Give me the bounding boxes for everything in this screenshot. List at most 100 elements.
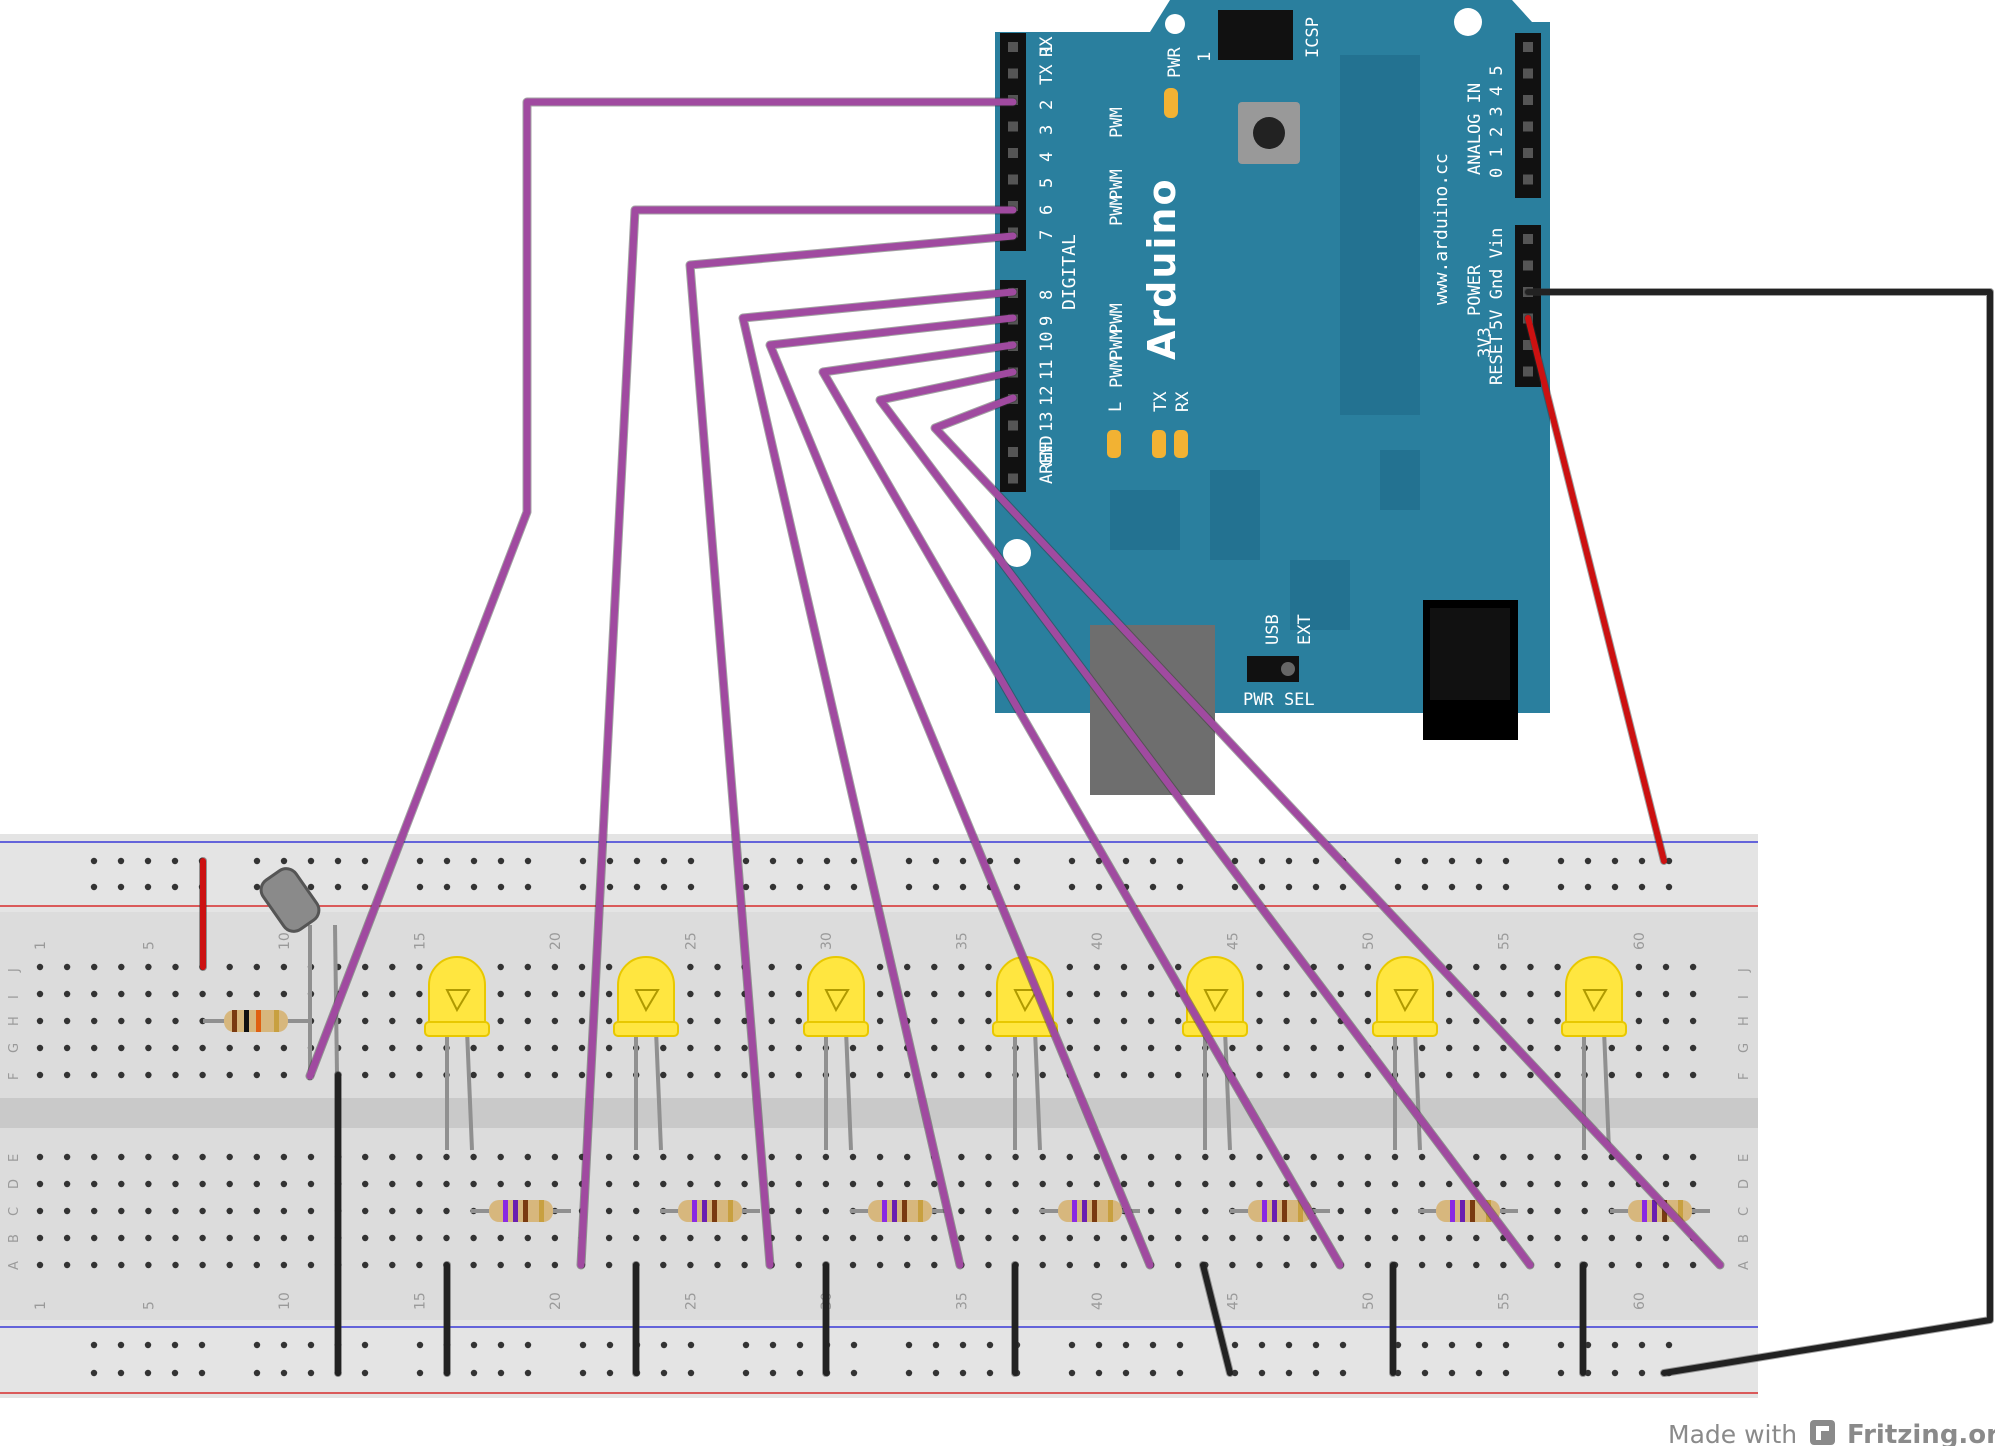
column-number: 45 (1225, 932, 1241, 950)
breadboard-hole (1256, 1261, 1263, 1269)
breadboard-hole (36, 1234, 44, 1242)
breadboard-hole (1120, 1017, 1128, 1025)
breadboard-hole (253, 1261, 260, 1269)
breadboard-hole (1175, 1017, 1182, 1025)
rail-hole (1557, 1369, 1565, 1377)
digital-pin-number: 13 (1037, 412, 1057, 432)
rail-hole (959, 857, 967, 865)
breadboard-hole (253, 1234, 260, 1242)
rail-hole (307, 1341, 315, 1349)
header-pin (1523, 366, 1533, 377)
breadboard-hole (1364, 1261, 1372, 1269)
breadboard-hole (1418, 1234, 1426, 1242)
breadboard-hole (280, 1153, 288, 1161)
rail-hole (1339, 1341, 1347, 1349)
ground-jumper-wire (1200, 1262, 1233, 1376)
breadboard-hole (470, 1234, 477, 1242)
reset-button-cap[interactable] (1253, 117, 1285, 149)
led-anode-mark (1203, 989, 1229, 1013)
rail-hole (117, 883, 125, 891)
resistor-band (1282, 1200, 1287, 1222)
breadboard-hole (172, 990, 179, 998)
rail-hole (905, 1341, 913, 1349)
breadboard-hole (1418, 1261, 1426, 1269)
breadboard-hole (904, 1071, 911, 1079)
breadboard-hole (1364, 1207, 1372, 1215)
breadboard-hole (687, 1153, 694, 1161)
breadboard-hole (416, 1261, 423, 1269)
gnd-label: GND (1037, 435, 1057, 466)
breadboard-hole (741, 1261, 748, 1269)
analog-numbers-label: 0 1 2 3 4 5 (1487, 65, 1507, 178)
breadboard-hole (714, 1017, 721, 1025)
breadboard-hole (714, 1153, 721, 1161)
breadboard-hole (768, 1207, 775, 1215)
breadboard-hole (1391, 1180, 1399, 1188)
breadboard-hole (63, 1207, 71, 1215)
website-label: www.arduino.cc (1431, 153, 1452, 305)
pwm-label: PWM (1107, 195, 1127, 226)
rail-hole (1611, 883, 1619, 891)
rail-hole (1285, 1369, 1293, 1377)
breadboard-hole (1473, 1044, 1480, 1052)
breadboard-hole (1229, 1261, 1236, 1269)
rail-hole (1394, 1369, 1402, 1377)
breadboard-hole (1120, 1044, 1128, 1052)
row-letter: F (1737, 1073, 1752, 1080)
breadboard-hole (145, 1180, 152, 1188)
rail-hole (1584, 1369, 1592, 1377)
pwm-label: PWM (1107, 329, 1127, 360)
breadboard-hole (1283, 1071, 1290, 1079)
breadboard-hole (605, 1261, 613, 1269)
breadboard-hole (768, 1044, 775, 1052)
rail-hole (742, 1369, 750, 1377)
rail-hole (1475, 1341, 1483, 1349)
rail-hole (1285, 857, 1293, 865)
rail-hole (1557, 883, 1565, 891)
rail-hole (470, 883, 478, 891)
rail-hole (497, 857, 505, 865)
breadboard-hole (660, 1261, 667, 1269)
rail-hole (1611, 857, 1619, 865)
breadboard-hole (416, 1153, 423, 1161)
breadboard-hole (904, 1234, 911, 1242)
row-letter: E (7, 1154, 22, 1162)
breadboard-hole (1147, 1153, 1155, 1161)
analog-in-label: ANALOG IN (1465, 83, 1485, 175)
breadboard-hole (280, 990, 288, 998)
led-anode-mark (445, 989, 471, 1013)
rail-hole (1258, 1341, 1266, 1349)
row-letter: B (7, 1234, 22, 1243)
column-number: 30 (819, 932, 835, 950)
breadboard-hole (280, 963, 288, 971)
breadboard-hole (1093, 1044, 1101, 1052)
resistor-band (1450, 1200, 1455, 1222)
row-letter: H (7, 1016, 22, 1026)
breadboard-hole (1093, 1071, 1101, 1079)
row-letter: C (7, 1207, 22, 1216)
signal-wire-pin7 (686, 232, 1017, 1269)
breadboard-hole (958, 1071, 965, 1079)
led-leg (654, 1029, 663, 1151)
rail-hole (334, 883, 342, 891)
breadboard-hole (1527, 1180, 1534, 1188)
breadboard-hole (1608, 1044, 1616, 1052)
breadboard-hole (768, 963, 775, 971)
breadboard-hole (118, 963, 125, 971)
wires (199, 97, 1994, 1377)
rail-hole (796, 1369, 804, 1377)
row-letter: G (1737, 1043, 1752, 1053)
rail-hole (850, 1341, 858, 1349)
rail-hole (850, 1369, 858, 1377)
breadboard-hole (1500, 990, 1507, 998)
rail-hole (1421, 1369, 1429, 1377)
rail-hole (1502, 1369, 1510, 1377)
breadboard-hole (1554, 1071, 1561, 1079)
breadboard-hole (199, 990, 206, 998)
rx0-label: RX 0 (1037, 16, 1057, 57)
rail-hole (1448, 883, 1456, 891)
rail-hole (769, 857, 777, 865)
rail-hole (769, 1341, 777, 1349)
breadboard-hole (145, 1207, 152, 1215)
reset-pin-label: RESET (1487, 334, 1507, 385)
